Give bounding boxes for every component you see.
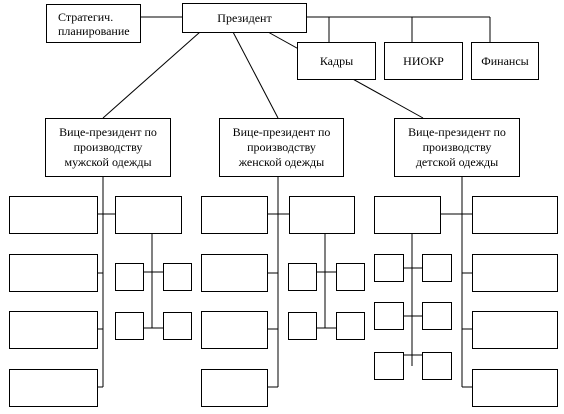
- finance-department-box: Финансы: [471, 42, 539, 80]
- childrens-subunit-box: [422, 352, 452, 380]
- womens-subunit-box: [336, 312, 365, 340]
- childrens-subunit-box: [422, 302, 452, 330]
- childrens-subunit-box: [422, 254, 452, 282]
- childrens-unit-box: [472, 254, 558, 292]
- womens-subunit-box: [288, 263, 317, 291]
- childrens-unit-box: [472, 369, 558, 407]
- finance-department-label: Финансы: [481, 54, 529, 68]
- mens-subunit-box: [115, 263, 144, 291]
- childrens-subunit-box: [374, 352, 404, 380]
- mens-subunit-box: [115, 312, 144, 340]
- womens-unit-box: [201, 196, 268, 234]
- childrens-subdivision-box: [374, 196, 441, 234]
- womens-subdivision-box: [289, 196, 355, 234]
- president-label: Президент: [217, 11, 272, 25]
- hr-department-box: Кадры: [297, 42, 376, 80]
- president-box: Президент: [182, 3, 307, 33]
- womens-unit-box: [201, 369, 268, 407]
- childrens-subunit-box: [374, 254, 404, 282]
- womens-unit-box: [201, 311, 268, 349]
- vp-womens-clothing-label: Вице-президент по производству женской о…: [232, 125, 331, 169]
- rnd-department-label: НИОКР: [403, 54, 444, 68]
- womens-subunit-box: [336, 263, 365, 291]
- rnd-department-box: НИОКР: [384, 42, 463, 80]
- vp-womens-clothing-box: Вице-президент по производству женской о…: [219, 118, 344, 177]
- mens-unit-box: [9, 369, 98, 407]
- hr-department-label: Кадры: [319, 54, 354, 68]
- mens-unit-box: [9, 311, 98, 349]
- childrens-unit-box: [472, 196, 558, 234]
- womens-subunit-box: [288, 312, 317, 340]
- strategic-planning-label: Стратегич. планирование: [58, 9, 130, 38]
- mens-subunit-box: [163, 263, 192, 291]
- vp-childrens-clothing-box: Вице-президент по производству детской о…: [394, 118, 520, 177]
- vp-mens-clothing-box: Вице-президент по производству мужской о…: [45, 118, 171, 177]
- mens-subunit-box: [163, 312, 192, 340]
- vp-childrens-clothing-label: Вице-президент по производству детской о…: [408, 125, 506, 169]
- strategic-planning-box: Стратегич. планирование: [46, 4, 141, 43]
- mens-subdivision-box: [115, 196, 182, 234]
- vp-mens-clothing-label: Вице-президент по производству мужской о…: [59, 125, 157, 169]
- childrens-unit-box: [472, 311, 558, 349]
- childrens-subunit-box: [374, 302, 404, 330]
- womens-unit-box: [201, 254, 268, 292]
- mens-unit-box: [9, 254, 98, 292]
- mens-unit-box: [9, 196, 98, 234]
